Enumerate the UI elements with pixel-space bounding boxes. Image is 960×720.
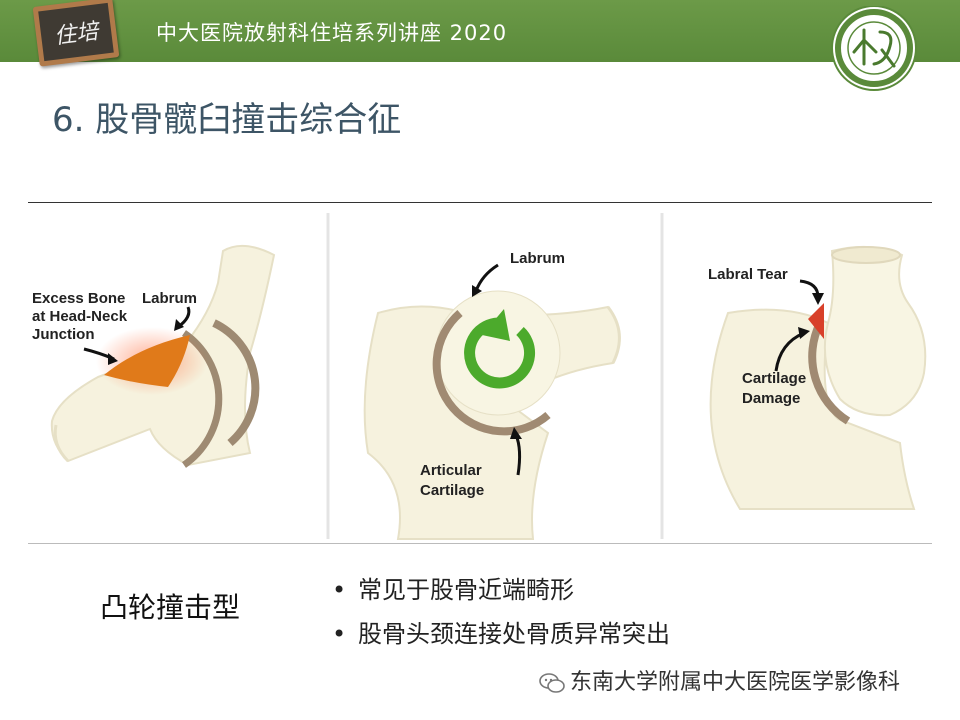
label-labrum-2: Labrum (510, 250, 565, 267)
bullet-text: 常见于股骨近端畸形 (358, 576, 574, 604)
chalkboard-badge: 住培 (32, 0, 120, 67)
label-damage-1: Cartilage (742, 370, 806, 387)
panel-cam-impingement: Excess Bone at Head-Neck Junction Labrum (32, 244, 276, 468)
acetabulum-bone-3 (709, 308, 916, 510)
bullet-item: •常见于股骨近端畸形 (332, 576, 574, 604)
label-articular-1: Articular (420, 462, 482, 479)
label-tear: Labral Tear (708, 266, 788, 283)
bullet-list: •常见于股骨近端畸形 •股骨头颈连接处骨质异常突出 (332, 568, 670, 656)
femur-head-3 (823, 245, 927, 417)
watermark: 东南大学附属中大医院医学影像科 (538, 664, 900, 696)
slide-title: 6. 股骨髋臼撞击综合征 (52, 100, 402, 140)
femoral-head-2 (435, 290, 561, 416)
header-bar: 住培 中大医院放射科住培系列讲座 2020 (0, 0, 960, 67)
fai-illustration: Excess Bone at Head-Neck Junction Labrum… (28, 202, 932, 544)
header-title: 中大医院放射科住培系列讲座 2020 (156, 21, 508, 45)
panel-labral-tear: Labral Tear Cartilage Damage (708, 245, 927, 510)
label-excess-2: at Head-Neck (32, 308, 128, 325)
arrow-labrum-2 (474, 263, 499, 292)
panel-normal-rotation: Labrum Articular Cartilage (363, 250, 621, 540)
label-articular-2: Cartilage (420, 482, 484, 499)
excess-bone-bump (104, 335, 190, 387)
rotation-arrowhead (482, 309, 510, 341)
labral-tear-mark (808, 303, 824, 339)
labrum-shape (212, 319, 260, 447)
label-labrum-1: Labrum (142, 290, 197, 307)
wechat-icon (539, 673, 565, 693)
cartilage-arc-3 (808, 321, 851, 425)
label-excess-1: Excess Bone (32, 290, 125, 307)
cartilage-arc-2 (432, 309, 551, 436)
section-subtitle: 凸轮撞击型 (100, 591, 241, 624)
rotation-arrow (464, 317, 535, 389)
hospital-seal-icon (831, 6, 917, 91)
bullet-text: 股骨头颈连接处骨质异常突出 (358, 620, 670, 648)
watermark-text: 东南大学附属中大医院医学影像科 (570, 670, 901, 695)
bullet-item: •股骨头颈连接处骨质异常突出 (332, 620, 670, 648)
label-damage-2: Damage (742, 390, 800, 407)
fai-diagram-svg: Excess Bone at Head-Neck Junction Labrum… (32, 213, 927, 540)
label-excess-3: Junction (32, 326, 95, 343)
